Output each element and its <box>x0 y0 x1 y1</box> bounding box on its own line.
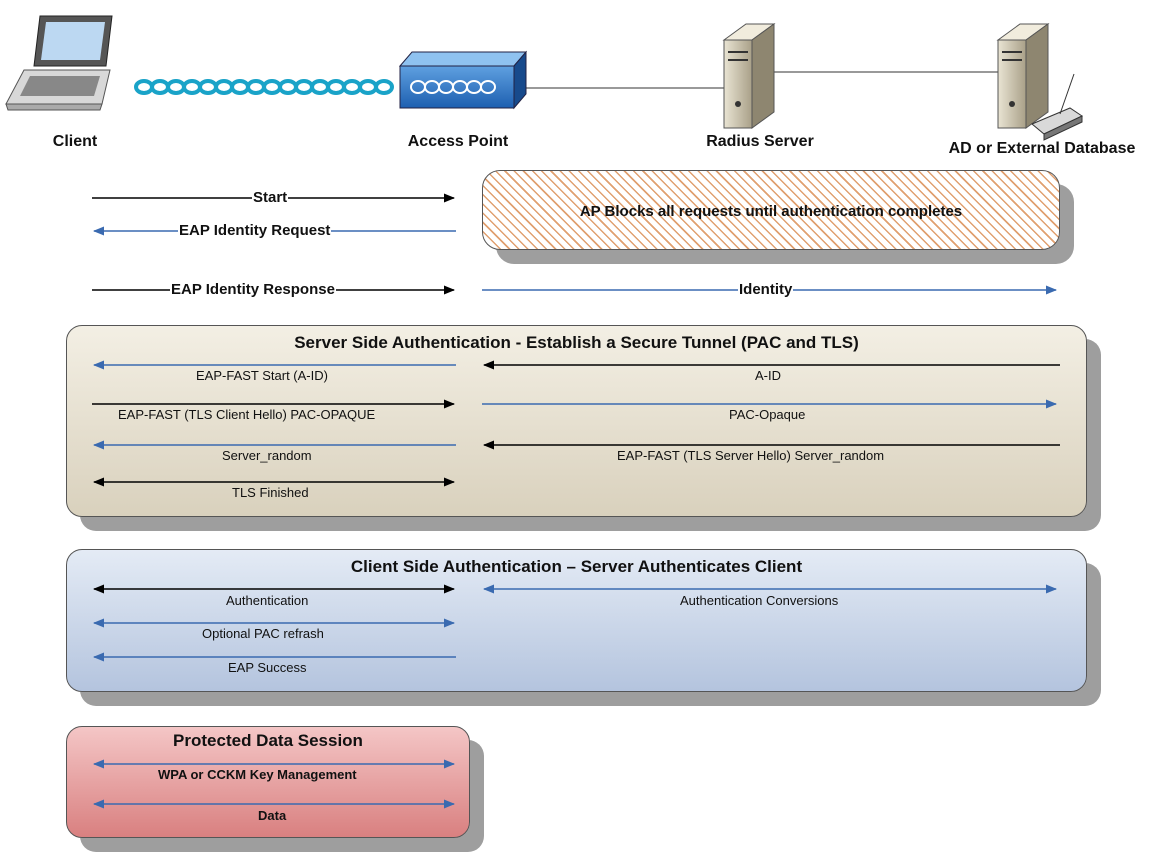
identity-response-label: EAP Identity Response <box>170 281 336 298</box>
server-hello-label: EAP-FAST (TLS Server Hello) Server_rando… <box>617 448 885 463</box>
authentication-label: Authentication <box>226 593 309 608</box>
server-side-title: Server Side Authentication - Establish a… <box>294 333 859 352</box>
laptop-icon <box>5 15 113 111</box>
key-mgmt-label: WPA or CCKM Key Management <box>158 767 357 782</box>
aid-label: A-ID <box>755 368 781 383</box>
data-label: Data <box>258 808 287 823</box>
client-hello-label: EAP-FAST (TLS Client Hello) PAC-OPAQUE <box>118 407 376 422</box>
start-label: Start <box>252 189 289 206</box>
client-side-title: Client Side Authentication – Server Auth… <box>350 557 803 576</box>
tls-finished-label: TLS Finished <box>232 485 309 500</box>
pac-opaque-label: PAC-Opaque <box>729 407 806 422</box>
fast-start-label: EAP-FAST Start (A-ID) <box>196 368 328 383</box>
protected-session-box: Protected Data Session <box>66 726 470 838</box>
server-random-label: Server_random <box>222 448 312 463</box>
wireless-link-icon <box>134 79 394 95</box>
access-point-icon <box>398 50 528 110</box>
ap-blocks-box: AP Blocks all requests until authenticat… <box>482 170 1060 250</box>
identity-request-label: EAP Identity Request <box>178 222 332 239</box>
pac-refresh-label: Optional PAC refrash <box>202 626 324 641</box>
client-label: Client <box>52 133 98 150</box>
protected-session-title: Protected Data Session <box>173 731 363 750</box>
radius-server-icon <box>722 23 776 129</box>
identity-label: Identity <box>738 281 794 298</box>
eap-success-label: EAP Success <box>228 660 307 675</box>
radius-server-label: Radius Server <box>706 133 814 150</box>
ad-database-label: AD or External Database <box>948 140 1136 157</box>
auth-conversions-label: Authentication Conversions <box>680 593 839 608</box>
database-server-icon <box>996 23 1084 141</box>
access-point-label: Access Point <box>407 133 509 150</box>
ap-blocks-text: AP Blocks all requests until authenticat… <box>579 203 963 220</box>
